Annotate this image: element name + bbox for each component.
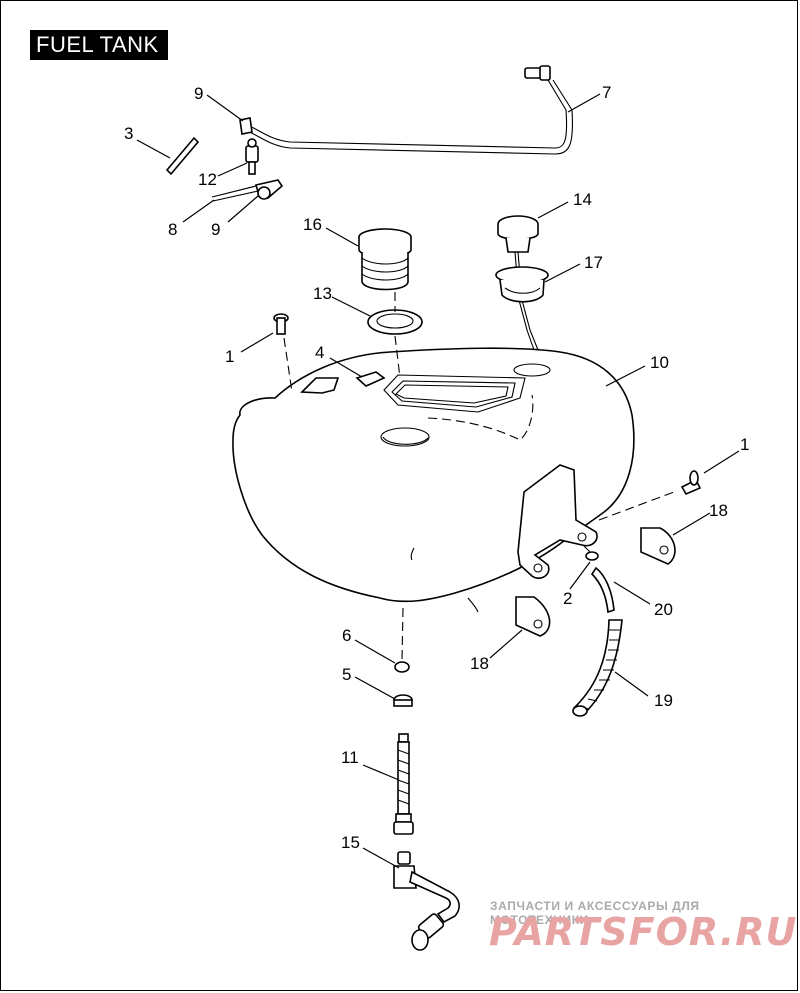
petcock-part-15 (393, 851, 460, 951)
fuel-gauge-part-14 (497, 215, 539, 351)
washer-part-6 (394, 661, 410, 673)
callouts: 9 7 3 12 8 9 16 14 17 13 1 4 10 1 18 2 2… (124, 83, 749, 852)
watermark-logo: PARTSFOR.RU (489, 910, 798, 954)
screw-part-1-right (680, 470, 702, 496)
o-ring-part-2 (585, 551, 599, 561)
assembly-centerlines (283, 292, 675, 661)
clamp-part-5 (393, 694, 413, 707)
callout-14: 14 (573, 190, 592, 209)
clip-part-3 (165, 136, 200, 176)
valve-part-12 (245, 138, 259, 175)
callout-13: 13 (313, 284, 332, 303)
callout-19: 19 (654, 691, 673, 710)
callout-2: 2 (563, 589, 572, 608)
fuel-tank-part-10 (232, 347, 635, 613)
callout-16: 16 (303, 215, 322, 234)
callout-1: 1 (740, 435, 749, 454)
callout-15: 15 (341, 833, 360, 852)
gasket-part-13 (367, 309, 423, 335)
hose-part-8 (211, 179, 284, 202)
callout-17: 17 (584, 253, 603, 272)
watermark-tagline: ЗАПЧАСТИ И АКСЕССУАРЫ ДЛЯ МОТОТЕХНИКИ (490, 899, 700, 927)
callout-10: 10 (650, 353, 669, 372)
callout-12: 12 (198, 170, 217, 189)
callout-4: 4 (315, 343, 324, 362)
hose-part-20 (590, 566, 615, 614)
callout-6: 6 (342, 626, 351, 645)
filler-cap-part-16 (358, 228, 412, 291)
callout-9: 9 (211, 220, 220, 239)
callout-8: 8 (168, 220, 177, 239)
screw-part-1-left (273, 313, 289, 335)
callout-5: 5 (342, 665, 351, 684)
fuel-line-part-11 (393, 733, 414, 835)
callout-20: 20 (654, 600, 673, 619)
gauge-grommet-part-17 (495, 266, 549, 303)
callout-7: 7 (602, 83, 611, 102)
callout-9: 9 (194, 84, 203, 103)
page-title: FUEL TANK (30, 30, 168, 60)
clip-part-4 (355, 371, 386, 387)
callout-18: 18 (470, 654, 489, 673)
callout-18: 18 (709, 501, 728, 520)
callout-11: 11 (341, 748, 359, 767)
vent-line-part-7 (246, 65, 574, 155)
callout-3: 3 (124, 124, 133, 143)
vent-elbow-part-9 (239, 117, 253, 135)
leader-lines (136, 93, 740, 869)
bracket-part-18-right (640, 527, 676, 565)
drain-hose-part-19 (572, 619, 623, 717)
callout-1: 1 (225, 347, 234, 366)
